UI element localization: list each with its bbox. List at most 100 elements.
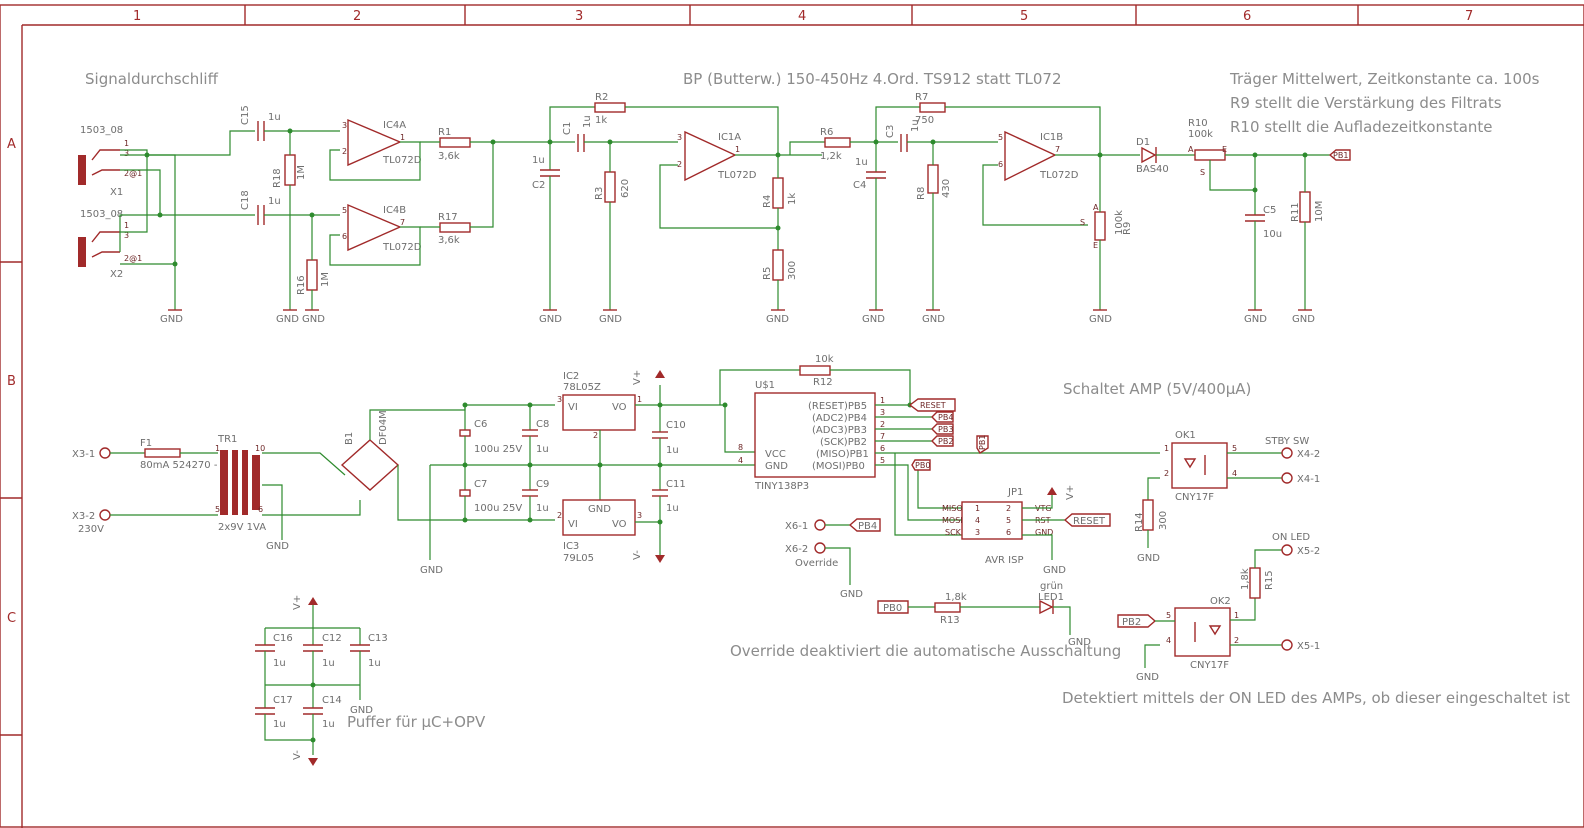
svg-text:10: 10 — [255, 444, 265, 453]
svg-text:AVR ISP: AVR ISP — [985, 555, 1024, 566]
svg-text:R17: R17 — [438, 212, 458, 223]
svg-text:X3-1: X3-1 — [72, 449, 95, 460]
svg-text:X5-1: X5-1 — [1297, 641, 1320, 652]
svg-text:1: 1 — [400, 133, 405, 142]
label-stby-sw: STBY SW — [1265, 436, 1309, 447]
svg-text:PB1: PB1 — [1333, 151, 1348, 160]
svg-text:2: 2 — [557, 511, 562, 520]
netlabel-pb4-2: PB4 — [848, 518, 881, 532]
note-carrier-3: R10 stellt die Aufladezeitkonstante — [1230, 118, 1493, 136]
svg-text:750: 750 — [915, 115, 934, 126]
svg-text:E: E — [1222, 145, 1227, 154]
svg-text:R3: R3 — [594, 187, 605, 200]
netlabel-pb0-1: PB0 — [911, 459, 931, 471]
svg-text:GND: GND — [539, 314, 562, 325]
fuse-f1: F1 80mA 524270 - 6 — [110, 438, 227, 471]
terminal-x5-1[interactable]: X5-1 — [1281, 639, 1320, 652]
svg-text:2: 2 — [1006, 504, 1011, 513]
jack-x1: 1503_08 X1 1 3 2@1 — [78, 125, 142, 198]
cap-c9: C9 1u — [522, 465, 549, 520]
col-3: 3 — [575, 9, 583, 24]
svg-text:C7: C7 — [474, 479, 487, 490]
svg-text:PB1: PB1 — [978, 435, 987, 450]
cap-c10: C10 1u V+ — [632, 370, 686, 465]
svg-text:6: 6 — [880, 444, 885, 453]
potentiometer-r9: SAE R9 100k GND — [1080, 155, 1133, 325]
svg-text:10u: 10u — [1263, 229, 1282, 240]
svg-text:C9: C9 — [536, 479, 549, 490]
svg-text:R2: R2 — [595, 92, 608, 103]
led1: grün LED1 GND — [1038, 581, 1091, 648]
svg-text:2: 2 — [1234, 636, 1239, 645]
svg-text:X4-1: X4-1 — [1297, 474, 1320, 485]
svg-text:5: 5 — [342, 206, 347, 215]
svg-text:C13: C13 — [368, 633, 388, 644]
svg-text:V+: V+ — [1065, 485, 1076, 500]
svg-text:1,8k: 1,8k — [1240, 568, 1251, 590]
svg-text:100k: 100k — [1188, 129, 1213, 140]
svg-text:X6-2: X6-2 — [785, 544, 808, 555]
terminal-x4-1[interactable]: X4-1 — [1281, 472, 1320, 485]
terminal-x3-2[interactable]: X3-2 230V — [72, 509, 111, 535]
svg-text:1u: 1u — [666, 445, 679, 456]
terminal-x5-2[interactable]: X5-2 — [1281, 544, 1320, 557]
svg-text:E: E — [1093, 241, 1098, 250]
svg-text:OK2: OK2 — [1210, 596, 1231, 607]
resistor-r2: R2 1k — [549, 92, 779, 155]
col-6: 6 — [1243, 9, 1251, 24]
svg-text:10k: 10k — [815, 354, 834, 365]
svg-text:C12: C12 — [322, 633, 342, 644]
svg-text:JP1: JP1 — [1007, 487, 1023, 498]
note-detect: Detektiert mittels der ON LED des AMPs, … — [1062, 689, 1570, 707]
svg-text:3: 3 — [124, 149, 129, 158]
svg-text:Override: Override — [795, 558, 838, 569]
svg-text:4: 4 — [738, 456, 743, 465]
svg-text:PB3: PB3 — [938, 425, 953, 434]
svg-text:5: 5 — [215, 505, 220, 514]
svg-text:TR1: TR1 — [217, 434, 237, 445]
terminal-x6-2[interactable]: X6-2 Override GND — [785, 542, 863, 600]
svg-text:(SCK)PB2: (SCK)PB2 — [820, 437, 867, 448]
netlabel-reset-1: RESET — [908, 398, 956, 412]
svg-text:1: 1 — [880, 396, 885, 405]
terminal-x3-1[interactable]: X3-1 — [72, 447, 111, 460]
resistor-r12: 10k R12 — [719, 354, 911, 405]
svg-text:5: 5 — [880, 456, 885, 465]
svg-text:1: 1 — [124, 139, 129, 148]
terminal-x4-2[interactable]: X4-2 — [1281, 447, 1320, 460]
svg-text:TL072D: TL072D — [717, 170, 757, 181]
note-carrier-1: Träger Mittelwert, Zeitkonstante ca. 100… — [1229, 70, 1540, 88]
svg-text:300: 300 — [787, 261, 798, 280]
svg-text:3: 3 — [124, 231, 129, 240]
cap-c2: 1u C2 GND — [532, 142, 562, 325]
svg-text:C6: C6 — [474, 419, 487, 430]
opamp-ic1b: 56 IC1B TL072D 7 — [982, 130, 1140, 226]
svg-text:MOSI: MOSI — [942, 516, 963, 525]
svg-text:5: 5 — [1232, 444, 1237, 453]
diode-d1: D1 BAS40 — [1136, 137, 1195, 175]
svg-text:7: 7 — [400, 218, 405, 227]
terminal-x6-1[interactable]: X6-1 — [785, 519, 850, 532]
cap-c8: C8 1u — [522, 405, 549, 465]
svg-text:PB0: PB0 — [883, 603, 902, 614]
input-wires: GND — [119, 130, 255, 325]
svg-text:C4: C4 — [853, 180, 866, 191]
svg-text:CNY17F: CNY17F — [1175, 492, 1214, 503]
cap-c5: C5 10u GND — [1244, 155, 1282, 325]
svg-text:1u: 1u — [532, 155, 545, 166]
svg-text:1503_08: 1503_08 — [80, 125, 123, 136]
svg-text:1u: 1u — [268, 196, 281, 207]
svg-text:VCC: VCC — [765, 449, 786, 460]
svg-text:100k: 100k — [1114, 210, 1125, 235]
cap-c3: C3 1u — [885, 119, 921, 152]
svg-text:MISO: MISO — [942, 504, 963, 513]
note-carrier-2: R9 stellt die Verstärkung des Filtrats — [1230, 94, 1502, 112]
svg-text:1u: 1u — [582, 115, 593, 128]
svg-text:RESET: RESET — [1073, 516, 1106, 527]
svg-text:GND: GND — [766, 314, 789, 325]
svg-text:DF04M: DF04M — [378, 410, 389, 445]
svg-text:1: 1 — [1164, 444, 1169, 453]
svg-text:2: 2 — [880, 420, 885, 429]
svg-text:C5: C5 — [1263, 205, 1276, 216]
